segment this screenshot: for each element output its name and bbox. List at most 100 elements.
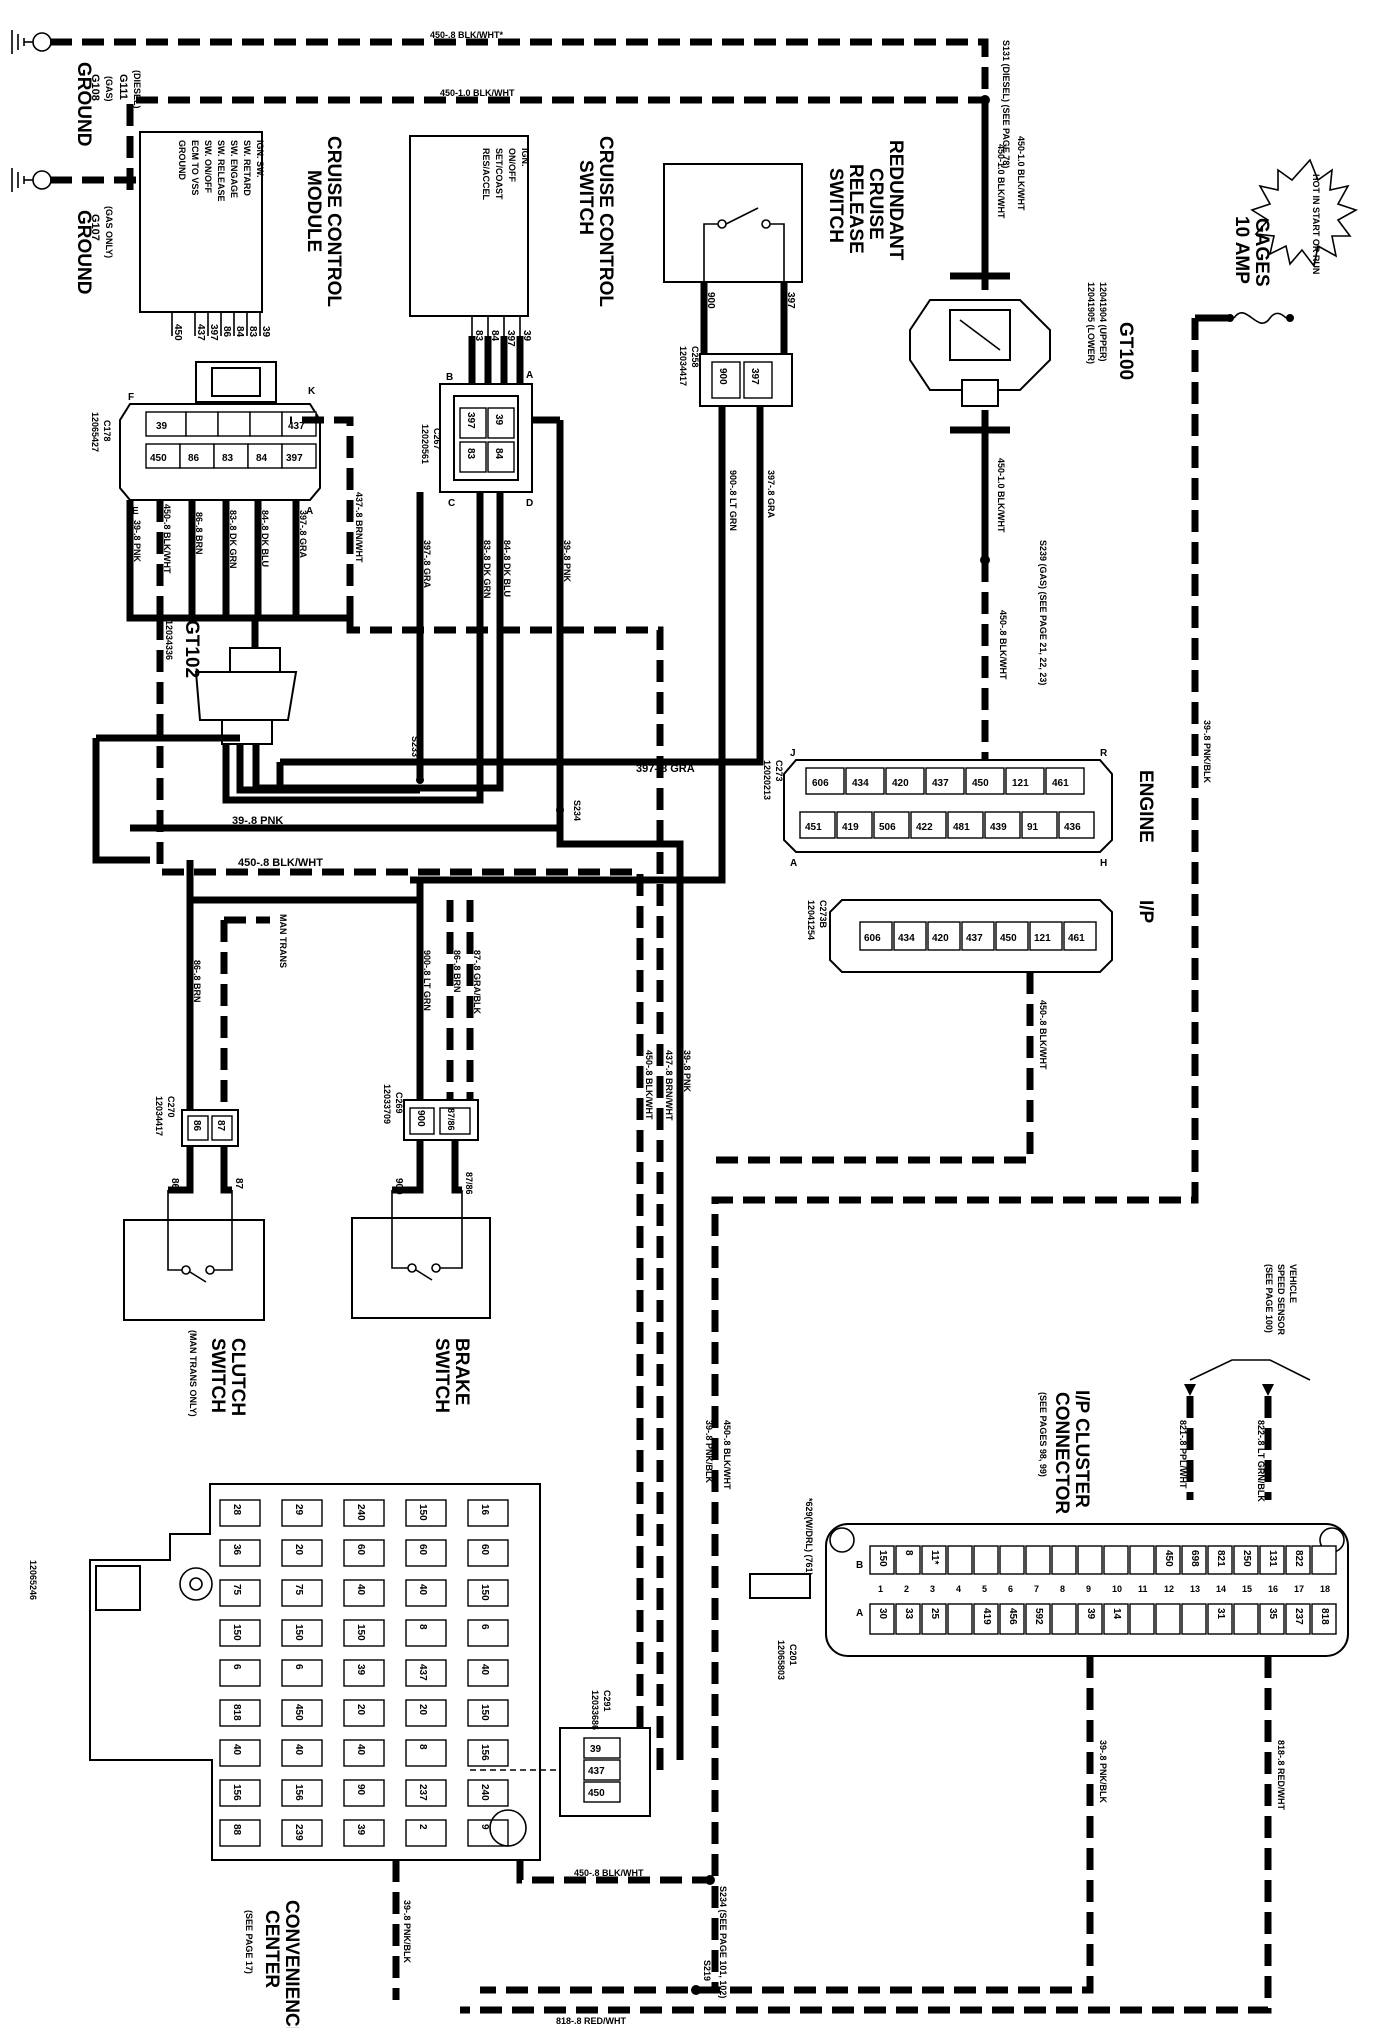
cluster-row-a-label: 35 xyxy=(1267,1608,1278,1620)
ground-symbol-icon xyxy=(11,168,52,192)
fuse-cavity xyxy=(281,1579,323,1607)
fuse-cavity xyxy=(467,1699,509,1727)
g107-title: GROUND xyxy=(73,210,94,294)
fuse-label: 2 xyxy=(417,1824,428,1830)
cluster-row-b-cell xyxy=(1103,1545,1129,1575)
redundant-circuit-1: 397 xyxy=(785,292,796,309)
cluster-row-b-cell xyxy=(1311,1545,1337,1575)
clutch-title-2: SWITCH xyxy=(207,1338,228,1413)
fuse-cavity xyxy=(281,1659,323,1687)
ip-cells-cell xyxy=(1063,921,1097,951)
cluster-pin-number: 1 xyxy=(878,1584,883,1594)
label-man-trans: MAN TRANS xyxy=(278,914,288,968)
cluster-row-b-cell xyxy=(1259,1545,1285,1575)
c269-cell-2: 87/86 xyxy=(446,1108,456,1131)
label-822: 822-.8 LT GRN/BLK xyxy=(1256,1420,1266,1502)
fuse-cavity xyxy=(343,1579,385,1607)
cluster-pin-number: 8 xyxy=(1060,1584,1065,1594)
ip-cells-label: 420 xyxy=(932,933,949,944)
fuse-cavity xyxy=(467,1619,509,1647)
c269-name: C269 xyxy=(394,1092,404,1114)
label-87: 87-.8 GRA/BLK xyxy=(472,950,482,1015)
ground-g108: GROUND G108 (GAS) G111 (DIESEL) xyxy=(11,30,142,146)
label-818: 818-.8 RED/WHT xyxy=(1276,1740,1286,1811)
engine-top-cells-label: 461 xyxy=(1052,778,1069,789)
fuse-label: 6 xyxy=(479,1624,490,1630)
vss-title-2: SPEED SENSOR xyxy=(1276,1264,1286,1336)
label-39-f: 39-.8 PNK/BLK xyxy=(402,1900,412,1964)
ground-g107: GROUND G107 (GAS ONLY) xyxy=(11,168,114,294)
c267-end-d: D xyxy=(526,498,533,509)
fuse-label: 156 xyxy=(479,1744,490,1761)
label-top-450-diesel: 450-.8 BLK/WHT* xyxy=(430,30,504,40)
clutch-circuit-1: 86 xyxy=(169,1178,180,1190)
fuse-cavity xyxy=(219,1699,261,1727)
cluster-pin-number: 6 xyxy=(1008,1584,1013,1594)
convenience-title-2: CENTER xyxy=(261,1910,282,1988)
gt100-connector: GT100 12041904 (UPPER) 12041905 (LOWER) xyxy=(909,108,1136,560)
ground-symbol-icon xyxy=(11,30,52,54)
fuse-label: 8 xyxy=(417,1744,428,1750)
cluster-row-b-label: 822 xyxy=(1293,1550,1304,1567)
ip-cells-cell xyxy=(961,921,995,951)
ip-name: C273B xyxy=(818,900,828,929)
ip-cells-label: 461 xyxy=(1068,933,1085,944)
ip-title: I/P xyxy=(1135,900,1156,924)
cluster-row-a-label: 456 xyxy=(1007,1608,1018,1625)
cluster-pin-number: 16 xyxy=(1268,1584,1278,1594)
fuse-cavity xyxy=(343,1779,385,1807)
fuse-cavity xyxy=(467,1819,509,1847)
cluster-row-b-cell xyxy=(1129,1545,1155,1575)
cluster-pin-number: 10 xyxy=(1112,1584,1122,1594)
cluster-row-a-cell xyxy=(1025,1603,1051,1635)
clutch-circuit-2: 87 xyxy=(233,1178,244,1190)
fuse-cavity xyxy=(405,1499,447,1527)
cluster-drl: *629(W/DRL) (761) xyxy=(804,1498,814,1576)
fuse-cavity xyxy=(343,1619,385,1647)
fuse-label: 240 xyxy=(355,1504,366,1521)
cluster-part: 12065803 xyxy=(776,1640,786,1680)
label-top-450-gas: 450-1.0 BLK/WHT xyxy=(440,88,515,98)
cluster-row-a-cell xyxy=(999,1603,1025,1635)
engine-bottom-cells-cell xyxy=(1058,811,1095,839)
cluster-row-a-cell xyxy=(1181,1603,1207,1635)
gt102-connector: GT102 12034336 xyxy=(164,620,298,745)
engine-top-cells-cell xyxy=(805,767,845,795)
c267-cell-4: 84 xyxy=(493,448,504,460)
c267-cell-3: 83 xyxy=(465,448,476,460)
engine-top-cells-cell xyxy=(925,767,965,795)
cluster-row-a-cell xyxy=(1259,1603,1285,1635)
fuse-label: 60 xyxy=(355,1544,366,1556)
label-39-b: 39-.8 PNK xyxy=(562,540,572,583)
label-39-pnkblk: 39-.8 PNK/BLK xyxy=(1202,720,1212,784)
wire-437-c178 xyxy=(290,416,354,618)
cluster-row-a-cell xyxy=(1077,1603,1103,1635)
wire-c269-brake xyxy=(392,1140,462,1194)
fuse-label: 16 xyxy=(479,1504,490,1516)
label-86-b: 86-.8 BRN xyxy=(192,960,202,1003)
splice-s234-b xyxy=(705,1875,715,1885)
fuse-cavity xyxy=(219,1779,261,1807)
fuse-label: 88 xyxy=(231,1824,242,1836)
fuse-cavity xyxy=(219,1659,261,1687)
gt102-part: 12034336 xyxy=(164,620,174,660)
wire-39-cluster xyxy=(480,1656,1094,1994)
label-83: 83-.8 DK GRN xyxy=(228,510,238,569)
ip-cells-cell xyxy=(893,921,927,951)
fuse-cavity xyxy=(405,1819,447,1847)
module-circuit-6: 437 xyxy=(195,324,206,341)
label-h-39: 39-.8 PNK xyxy=(232,815,283,827)
cluster-row-a-label: 14 xyxy=(1111,1608,1122,1620)
engine-bottom-cells-label: 419 xyxy=(842,822,859,833)
c291-cell-3: 450 xyxy=(588,1788,605,1799)
switch-pin-3: SET/COAST xyxy=(494,148,504,200)
cluster-row-a-cell xyxy=(973,1603,999,1635)
c270-cell-1: 86 xyxy=(191,1120,202,1132)
fuse-cavity xyxy=(219,1539,261,1567)
engine-top-cells-label: 420 xyxy=(892,778,909,789)
fuse-label: 156 xyxy=(231,1784,242,1801)
